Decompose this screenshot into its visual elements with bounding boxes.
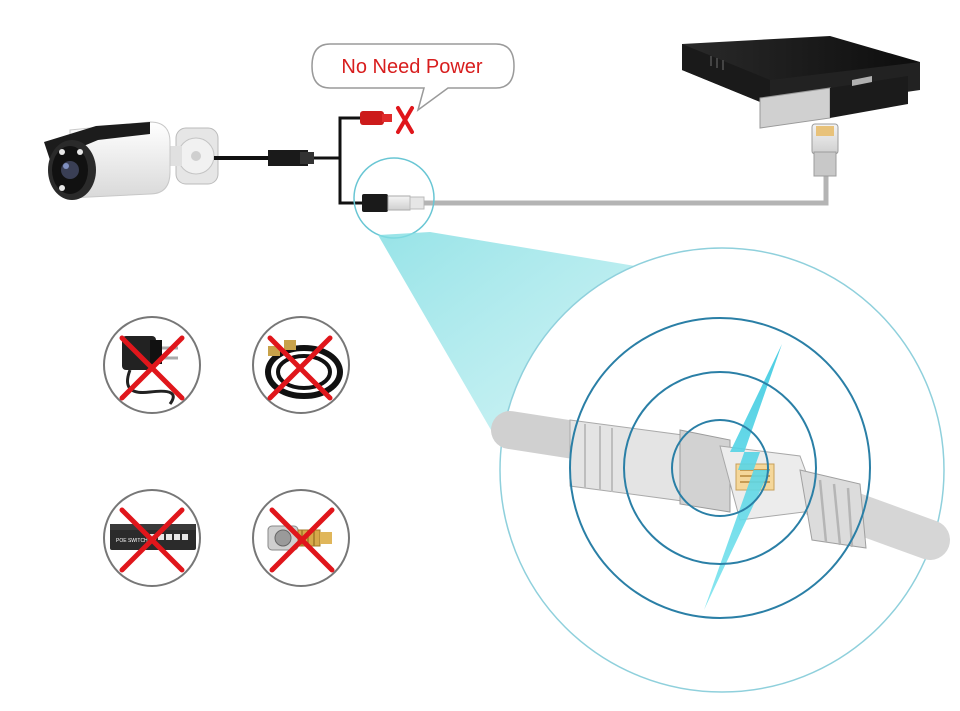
no-poe-switch-item: POE SWITCH [103, 489, 201, 587]
rj45-connector-icon [362, 194, 425, 212]
no-power-x-mark [396, 106, 414, 134]
nvr-rj45-plug [811, 123, 839, 177]
no-power-adapter-item [103, 316, 201, 414]
signal-rings [569, 317, 871, 619]
dc-power-plug-icon [360, 111, 392, 125]
no-need-power-callout [311, 43, 515, 112]
camera-pigtail-cable [214, 116, 378, 205]
callout-text: No Need Power [341, 56, 483, 78]
nvr-recorder-icon [682, 36, 920, 129]
network-cable [424, 176, 829, 206]
no-coax-cable-item [252, 316, 350, 414]
no-bnc-connector-item [252, 489, 350, 587]
ip-camera-icon [44, 121, 219, 200]
coax-cable-icon [265, 340, 343, 399]
poe-switch-label: POE SWITCH [116, 538, 148, 544]
zoomed-connection-view [491, 247, 950, 693]
